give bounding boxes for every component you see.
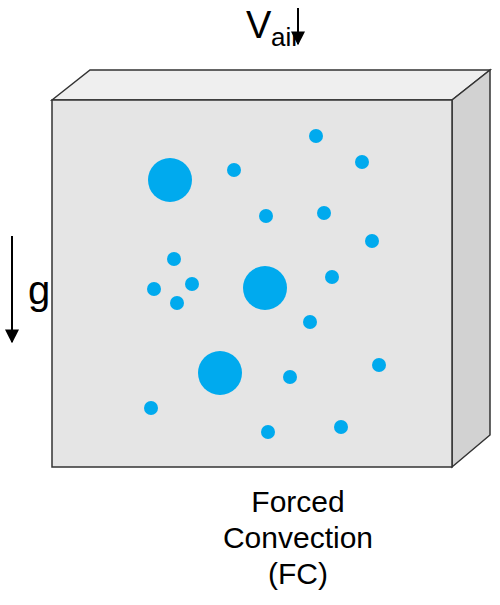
slab-front (52, 100, 452, 467)
droplets (144, 129, 386, 439)
gravity-symbol: g (28, 270, 50, 310)
droplet (355, 155, 369, 169)
droplet (170, 296, 184, 310)
droplet (243, 266, 287, 310)
droplet (261, 425, 275, 439)
droplet (185, 277, 199, 291)
droplet (325, 270, 339, 284)
droplet (259, 209, 273, 223)
velocity-subscript: air (271, 24, 300, 50)
droplet (167, 252, 181, 266)
droplet (198, 351, 242, 395)
droplet (144, 401, 158, 415)
gravity-arrow (11, 236, 13, 342)
slab-side (452, 70, 490, 467)
droplet (372, 358, 386, 372)
droplet (227, 163, 241, 177)
caption: Forced Convection (FC) (208, 484, 388, 592)
droplet (334, 420, 348, 434)
droplet (148, 158, 192, 202)
droplet (309, 129, 323, 143)
droplet (317, 206, 331, 220)
slab-top (52, 70, 490, 100)
droplet (365, 234, 379, 248)
droplet (283, 370, 297, 384)
velocity-symbol: V (246, 6, 271, 44)
droplet (147, 282, 161, 296)
droplet (303, 315, 317, 329)
